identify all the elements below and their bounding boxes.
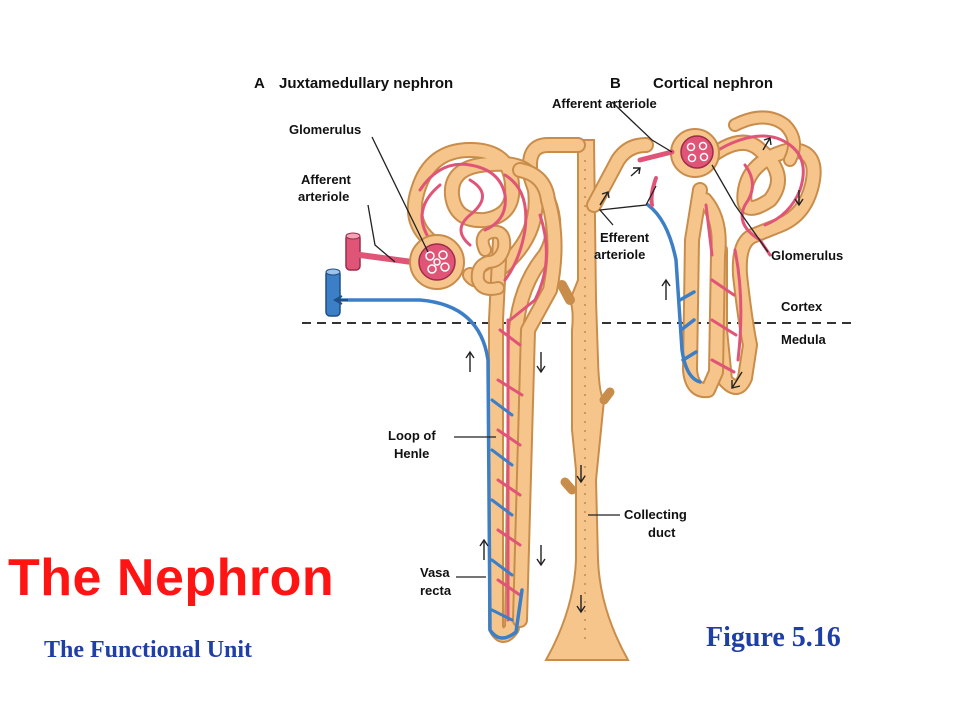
label-loop-line2: Henle bbox=[394, 446, 429, 461]
label-collecting-line1: Collecting bbox=[624, 507, 687, 522]
cortical-nephron bbox=[599, 110, 822, 399]
panel-b-title: Cortical nephron bbox=[653, 75, 773, 92]
label-efferent-line1: Efferent bbox=[600, 230, 650, 245]
page-subtitle: The Functional Unit bbox=[44, 637, 253, 663]
label-efferent-line2: arteriole bbox=[594, 247, 645, 262]
label-glomerulus-a: Glomerulus bbox=[289, 122, 361, 137]
juxtamedullary-nephron bbox=[325, 142, 586, 643]
panel-a-letter: A bbox=[254, 75, 265, 92]
page-title: The Nephron bbox=[8, 549, 335, 607]
label-leaders bbox=[367, 101, 769, 578]
label-loop-line1: Loop of bbox=[388, 428, 436, 443]
glomerulus-a bbox=[409, 234, 465, 290]
panel-b-letter: B bbox=[610, 75, 621, 92]
label-glomerulus-b: Glomerulus bbox=[771, 248, 843, 263]
glomerulus-b bbox=[670, 128, 720, 178]
label-vasa-line1: Vasa bbox=[420, 565, 450, 580]
label-medula: Medula bbox=[781, 332, 827, 347]
collecting-duct bbox=[522, 137, 654, 661]
label-vasa-line2: recta bbox=[420, 583, 452, 598]
label-cortex: Cortex bbox=[781, 299, 823, 314]
figure-label: Figure 5.16 bbox=[706, 622, 841, 653]
label-collecting-line2: duct bbox=[648, 525, 676, 540]
label-afferent-a-line2: arteriole bbox=[298, 189, 349, 204]
label-afferent-b: Afferent arteriole bbox=[552, 96, 657, 111]
label-afferent-a-line1: Afferent bbox=[301, 172, 352, 187]
panel-a-title: Juxtamedullary nephron bbox=[279, 75, 453, 92]
